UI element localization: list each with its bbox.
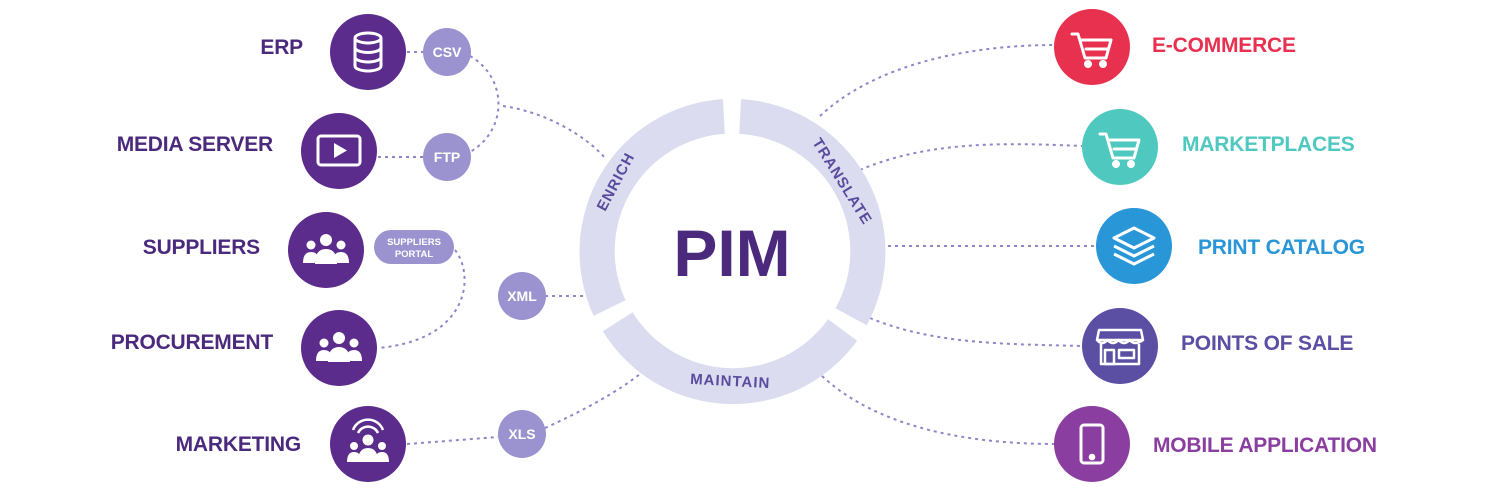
points-of-sale-label: POINTS OF SALE [1181, 332, 1353, 355]
marketplaces-label: MARKETPLACES [1182, 133, 1355, 156]
group-icon [303, 234, 349, 264]
video-player-icon [316, 134, 362, 167]
output-print-catalog: PRINT CATALOG [1096, 208, 1365, 284]
link-merge-enrich [502, 105, 606, 159]
link-ring-mobile [821, 375, 1056, 445]
connector-badges: CSV FTP SUPPLIERS PORTAL XML XLS [374, 28, 546, 458]
xml-label: XML [507, 288, 537, 304]
link-ring-ecommerce [819, 44, 1056, 117]
ring-label-maintain: MAINTAIN [690, 371, 771, 392]
dashed-links [377, 44, 1097, 445]
smartphone-icon [1079, 423, 1105, 465]
points-of-sale-node [1082, 308, 1158, 384]
ecommerce-label: E-COMMERCE [1152, 34, 1296, 57]
shopping-cart-icon [1098, 132, 1141, 168]
source-media-server: MEDIA SERVER [117, 113, 377, 189]
csv-label: CSV [433, 44, 462, 60]
xls-badge: XLS [498, 410, 546, 458]
output-points-of-sale: POINTS OF SALE [1082, 308, 1354, 384]
source-erp: ERP [260, 14, 406, 90]
ring-segment-maintain [602, 312, 858, 405]
ftp-badge: FTP [423, 133, 471, 181]
mobile-application-node [1054, 406, 1130, 482]
marketing-label: MARKETING [176, 433, 301, 456]
output-mobile-application: MOBILE APPLICATION [1054, 406, 1377, 482]
source-procurement: PROCUREMENT [111, 310, 377, 386]
output-nodes: E-COMMERCE MARKETPLACES PRINT CATALOG [1054, 9, 1377, 482]
pim-title: PIM [673, 216, 790, 290]
link-marketing-xls [406, 436, 499, 445]
suppliers-portal-line1: SUPPLIERS [387, 237, 441, 248]
ecommerce-node [1054, 9, 1130, 85]
storefront-icon [1095, 328, 1145, 366]
media-server-label: MEDIA SERVER [117, 133, 273, 156]
link-ring-marketplaces [859, 143, 1083, 171]
suppliers-portal-badge: SUPPLIERS PORTAL [374, 230, 454, 264]
layers-icon [1112, 226, 1156, 266]
xml-badge: XML [498, 272, 546, 320]
procurement-label: PROCUREMENT [111, 331, 274, 354]
ring-segment-translate [739, 99, 886, 326]
source-marketing: MARKETING [176, 406, 406, 482]
print-catalog-label: PRINT CATALOG [1198, 236, 1365, 259]
source-suppliers: SUPPLIERS [143, 212, 364, 288]
ring-segment-enrich [579, 99, 725, 316]
link-portal-procurement [377, 249, 466, 349]
output-ecommerce: E-COMMERCE [1054, 9, 1296, 85]
broadcast-group-icon [347, 418, 389, 462]
group-icon [316, 332, 362, 362]
link-xls-ring [544, 373, 641, 429]
pim-ring: ENRICH TRANSLATE MAINTAIN PIM [579, 99, 886, 405]
suppliers-portal-line2: PORTAL [395, 249, 434, 260]
xls-label: XLS [508, 426, 535, 442]
output-marketplaces: MARKETPLACES [1082, 109, 1355, 185]
source-nodes: ERP MEDIA SERVER SUPPLIERS [111, 14, 406, 482]
ftp-label: FTP [434, 149, 460, 165]
shopping-cart-icon [1070, 32, 1113, 68]
marketplaces-node [1082, 109, 1158, 185]
mobile-application-label: MOBILE APPLICATION [1153, 434, 1377, 457]
csv-badge: CSV [423, 28, 471, 76]
print-catalog-node [1096, 208, 1172, 284]
link-csv-ftp-curve [469, 55, 500, 153]
erp-label: ERP [260, 36, 303, 59]
database-icon [353, 31, 383, 73]
link-ring-pos [869, 317, 1083, 347]
suppliers-label: SUPPLIERS [143, 236, 260, 259]
